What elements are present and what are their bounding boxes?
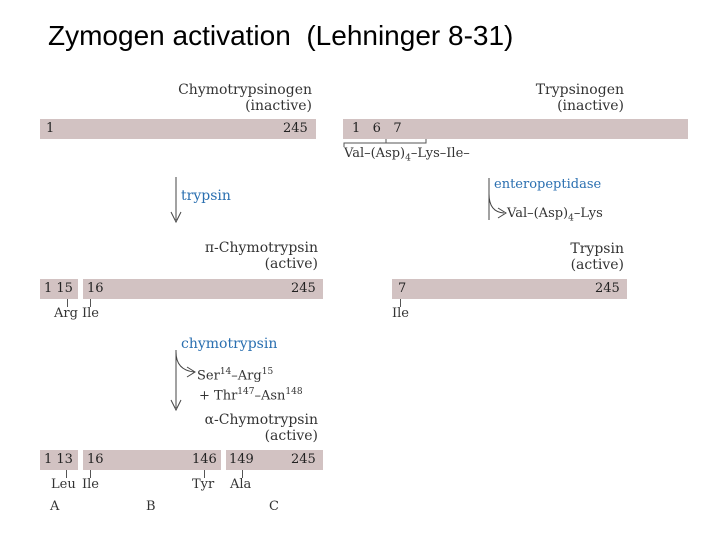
alpha-tick-b [90,470,91,478]
trypsin-tick [400,299,401,307]
alpha-chain-c-bar [226,450,323,470]
trypsinogen-state: (inactive) [557,98,624,114]
trypsin-num-a: 7 [398,281,407,296]
alpha-tick-c [204,470,205,478]
alpha-num-e: 245 [291,452,316,467]
pi-num-b: 16 [87,281,104,296]
alpha-tick-a [66,470,67,478]
pi-num-c: 245 [291,281,316,296]
trypsin-res: Ile [392,306,409,321]
pi-chymotrypsin-label: π-Chymotrypsin (active) [150,240,318,272]
trypsinogen-peptide: Val–(Asp)4–Lys–Ile– [344,146,470,164]
chymotrypsinogen-start-num: 1 [46,121,55,136]
pi-tick-b [90,299,91,307]
trypsin-bar [392,279,627,299]
chymotrypsinogen-end-num: 245 [283,121,308,136]
alpha-chain-a-bar [40,450,78,470]
trypsin-active-state: (active) [570,257,624,273]
chain-label-a: A [50,499,60,514]
alpha-tick-d [242,470,243,478]
chymotrypsinogen-state: (inactive) [245,98,312,114]
chymotrypsin-label: chymotrypsin [181,336,278,352]
alpha-chymotrypsin-state: (active) [264,428,318,444]
released-dipeptide-2: + Thr147–Asn148 [199,387,303,404]
trypsin-label: trypsin [181,188,231,204]
alpha-num-a: 1 13 [44,452,73,467]
trypsinogen-name: Trypsinogen [535,82,624,98]
alpha-chain-b-bar [83,450,221,470]
pi-num-a: 1 15 [44,281,73,296]
alpha-res-b: Ile [82,477,99,492]
trypsin-num-b: 245 [595,281,620,296]
released-dipeptide-1: Ser14–Arg15 [197,367,274,384]
trypsinogen-label: Trypsinogen (inactive) [470,82,624,114]
pi-res-a: Arg [54,306,78,321]
alpha-chymotrypsin-name: α-Chymotrypsin [204,412,318,428]
trypsin-active-label: Trypsin (active) [480,241,624,273]
alpha-res-d: Ala [230,477,252,492]
chain-label-b: B [146,499,156,514]
alpha-chymotrypsin-label: α-Chymotrypsin (active) [150,412,318,444]
pi-chymotrypsin-bar-b [83,279,323,299]
pi-chymotrypsin-state: (active) [264,256,318,272]
pi-res-b: Ile [82,306,99,321]
chymotrypsinogen-bar [40,119,316,139]
pi-chymotrypsin-bar-a [40,279,78,299]
released-hexapeptide: Val–(Asp)4–Lys [507,206,603,224]
alpha-res-a: Leu [51,477,76,492]
chymotrypsinogen-label: Chymotrypsinogen (inactive) [150,82,312,114]
trypsinogen-nums: 1 6 7 [352,121,402,136]
pi-tick-a [67,299,68,307]
enteropeptidase-label: enteropeptidase [494,177,602,192]
alpha-res-c: Tyr [192,477,215,492]
trypsin-active-name: Trypsin [570,241,624,257]
alpha-num-c: 146 [192,452,217,467]
page-title: Zymogen activation (Lehninger 8-31) [48,20,514,51]
alpha-num-b: 16 [87,452,104,467]
released-dipeptides: Ser14–Arg15 + Thr147–Asn148 [197,364,303,405]
trypsinogen-bar [343,119,688,139]
pi-chymotrypsin-name: π-Chymotrypsin [204,240,318,256]
chymotrypsinogen-name: Chymotrypsinogen [178,82,312,98]
alpha-num-d: 149 [229,452,254,467]
chain-label-c: C [269,499,279,514]
